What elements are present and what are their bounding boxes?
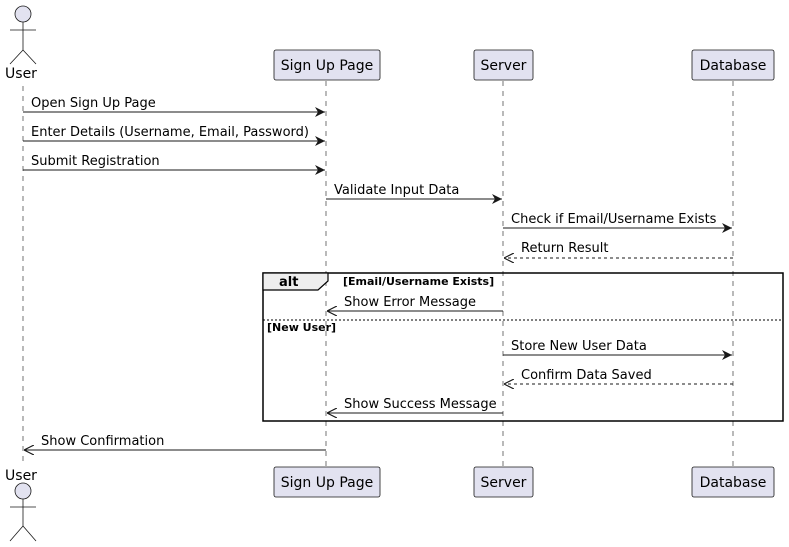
message-label: Open Sign Up Page	[31, 96, 156, 111]
messages: Open Sign Up Page Enter Details (Usernam…	[23, 96, 733, 450]
message-label: Store New User Data	[511, 339, 647, 354]
message-validate-input: Validate Input Data	[326, 183, 502, 204]
participant-database-top: Database	[691, 49, 775, 81]
message-label: Confirm Data Saved	[521, 368, 652, 383]
actor-user-top: User	[5, 5, 37, 82]
actor-icon	[9, 482, 37, 542]
actor-user-bottom: User	[5, 468, 37, 542]
message-label: Show Error Message	[344, 295, 476, 310]
alt-tab	[262, 272, 329, 291]
alt-frame	[262, 272, 784, 422]
alt-condition-exists: [Email/Username Exists]	[343, 275, 494, 288]
message-label: Enter Details (Username, Email, Password…	[31, 125, 309, 140]
message-label: Submit Registration	[31, 154, 160, 169]
participant-label: Server	[481, 475, 527, 491]
message-return-result: Return Result	[504, 241, 733, 258]
message-show-confirmation: Show Confirmation	[24, 434, 326, 450]
message-show-error: Show Error Message	[327, 295, 503, 311]
participant-server-bottom: Server	[473, 466, 534, 498]
message-label: Show Success Message	[344, 397, 497, 412]
actor-icon	[9, 5, 37, 65]
participant-label: Sign Up Page	[281, 475, 373, 491]
alt-keyword: alt	[279, 275, 298, 290]
message-show-success: Show Success Message	[327, 397, 503, 413]
actor-label: User	[5, 468, 37, 484]
actor-label: User	[5, 66, 37, 82]
participant-database-bottom: Database	[691, 466, 775, 498]
alt-condition-new-user: [New User]	[267, 321, 336, 334]
message-check-exists: Check if Email/Username Exists	[503, 212, 732, 233]
participant-label: Database	[700, 475, 767, 491]
participant-sign-up-page-bottom: Sign Up Page	[273, 466, 381, 498]
participant-server-top: Server	[473, 49, 534, 81]
participant-label: Server	[481, 58, 527, 74]
participant-label: Database	[700, 58, 767, 74]
message-open-sign-up-page: Open Sign Up Page	[23, 96, 325, 117]
message-enter-details: Enter Details (Username, Email, Password…	[23, 125, 325, 146]
alt-fragment: alt [Email/Username Exists] [New User]	[262, 272, 784, 422]
message-label: Validate Input Data	[334, 183, 459, 198]
message-submit-registration: Submit Registration	[23, 154, 325, 175]
message-label: Show Confirmation	[41, 434, 164, 449]
message-label: Return Result	[521, 241, 608, 256]
participant-sign-up-page-top: Sign Up Page	[273, 49, 381, 81]
message-confirm-saved: Confirm Data Saved	[504, 368, 733, 384]
message-label: Check if Email/Username Exists	[511, 212, 717, 227]
participant-label: Sign Up Page	[281, 58, 373, 74]
message-store-user: Store New User Data	[503, 339, 732, 360]
